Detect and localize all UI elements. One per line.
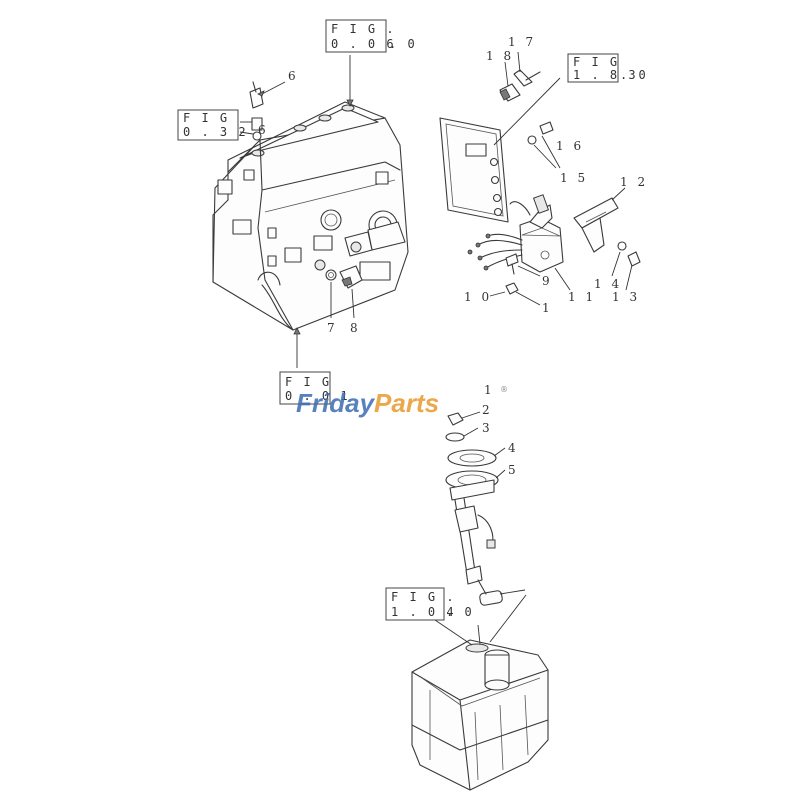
engine-leaders	[239, 55, 355, 368]
callout-3: 3	[482, 421, 493, 435]
callout-13: 1 3	[612, 290, 640, 304]
callout-17: 1 7	[508, 35, 536, 49]
fig-ref-bottom-line1: F I G	[285, 375, 331, 389]
fig-ref-left: F I G 0 . 3 2 6	[177, 109, 269, 141]
svg-text:FridayParts: FridayParts	[296, 388, 439, 418]
fuel-sender-assembly	[445, 411, 526, 606]
callout-2: 2	[482, 403, 493, 417]
fig-ref-left-line1: F I G	[183, 111, 229, 125]
callout-11: 1 1	[568, 290, 596, 304]
fig-ref-bottom-line2: 0 . 0 1	[285, 389, 350, 403]
watermark-registered-mark: ®	[500, 385, 508, 394]
callout-9: 9	[542, 274, 553, 288]
watermark-logo: FridayParts ®	[296, 385, 508, 418]
fig-ref-right-line2: 1 . 8 3	[573, 68, 638, 82]
engine-block	[212, 81, 409, 331]
fig-ref-right-line1: F I G	[573, 55, 619, 69]
callout-14: 1 4	[594, 277, 622, 291]
fig-ref-tank-suffix: . 0	[446, 605, 474, 619]
callout-16: 1 6	[556, 139, 584, 153]
callout-10: 1 0	[464, 290, 492, 304]
callout-6: 6	[288, 69, 299, 83]
fig-ref-right: F I G 1 . 8 3 . 0	[567, 53, 648, 83]
fig-ref-top: F I G . 0 . 0 6 . 0	[325, 19, 417, 53]
callout-1a: 1	[542, 301, 553, 315]
fig-ref-top-suffix: . 0	[389, 37, 417, 51]
callout-1b: 1	[484, 383, 495, 397]
callout-12: 1 2	[620, 175, 648, 189]
callout-8: 8	[350, 321, 361, 335]
fig-ref-tank: F I G . 1 . 0 4 . 0	[385, 587, 474, 621]
fig-ref-left-line2: 0 . 3 2	[183, 125, 248, 139]
fig-ref-right-suffix: . 0	[620, 68, 648, 82]
callout-15: 1 5	[560, 171, 588, 185]
watermark-part1: Friday	[296, 388, 376, 418]
control-panel-assembly	[439, 51, 641, 306]
callout-7: 7	[327, 321, 338, 335]
fig-ref-left-suffix: 6	[258, 123, 269, 137]
callout-18: 1 8	[486, 49, 514, 63]
fig-ref-bottom-engine: F I G 0 . 0 1	[279, 371, 350, 405]
fig-ref-top-line1: F I G .	[331, 22, 396, 36]
fuel-tank	[411, 594, 549, 791]
callout-numbers: 6 7 8 1 7 1 8 1 6 1 5 1 2 9 1 0 1 1 1 1 …	[288, 35, 648, 477]
fig-ref-tank-line1: F I G .	[391, 590, 456, 604]
watermark-part2: Parts	[374, 388, 439, 418]
fig-ref-tank-line2: 1 . 0 4	[391, 605, 456, 619]
fig-ref-top-line2: 0 . 0 6	[331, 37, 396, 51]
callout-5: 5	[508, 463, 519, 477]
callout-4: 4	[508, 441, 519, 455]
